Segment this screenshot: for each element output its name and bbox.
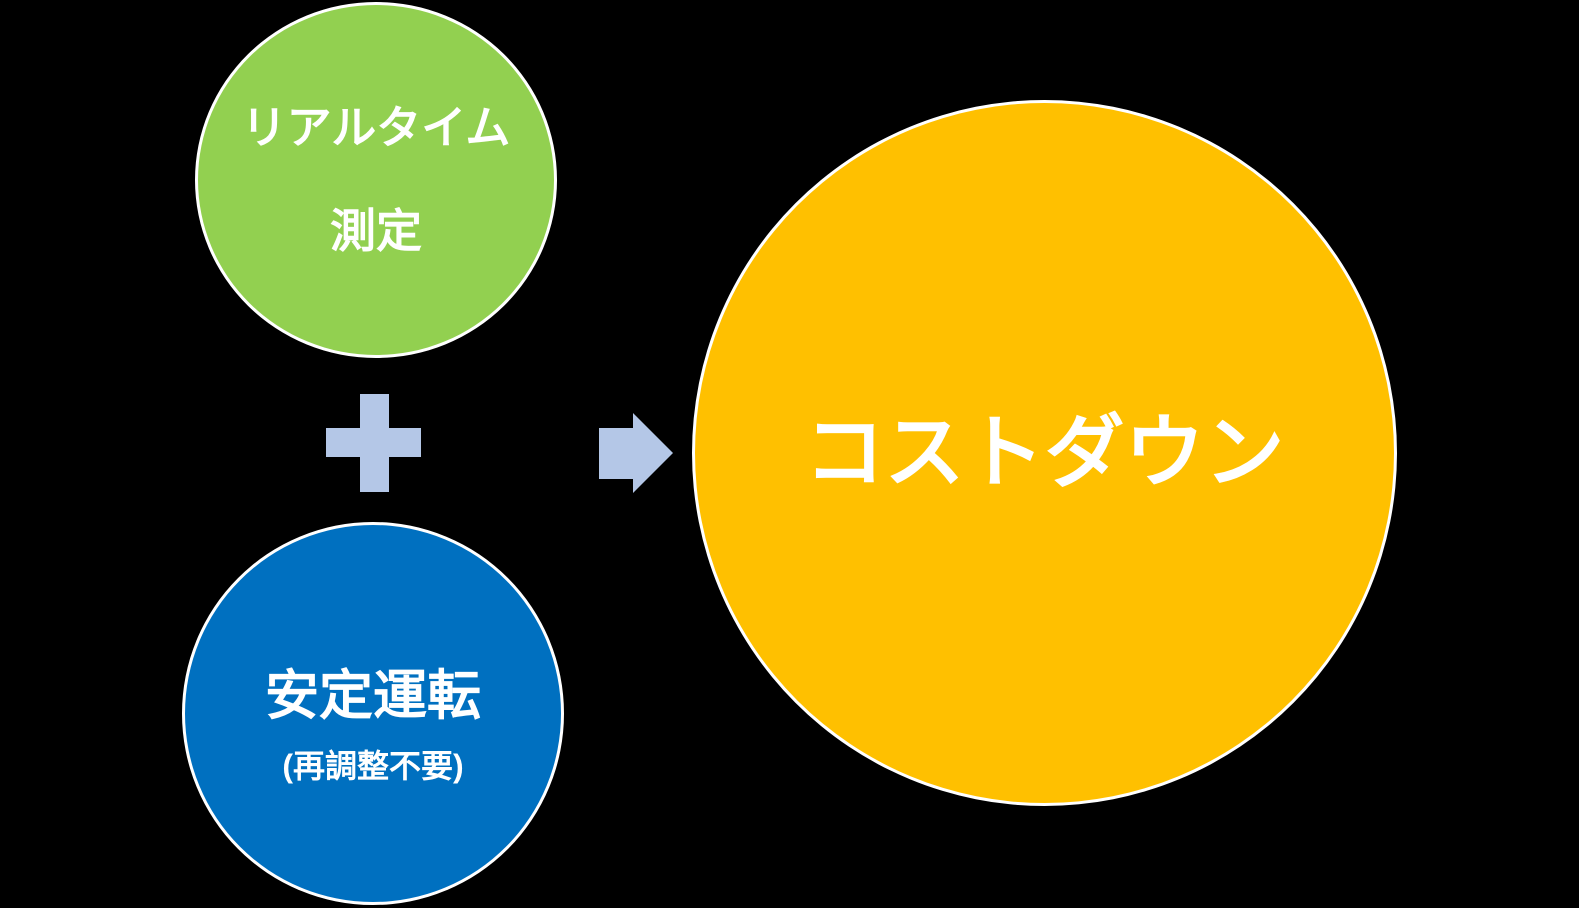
stable-operation-text-block: 安定運転 (再調整不要) [265,666,481,784]
no-readjustment-label: (再調整不要) [282,747,464,784]
cost-down-circle: コストダウン [692,100,1397,806]
stable-operation-label: 安定運転 [265,666,481,727]
realtime-label: リアルタイム [241,102,511,154]
stable-operation-circle: 安定運転 (再調整不要) [182,522,564,905]
right-arrow-icon [599,413,673,493]
realtime-measurement-circle: リアルタイム 測定 [195,2,557,358]
plus-icon [326,394,421,492]
measurement-label: 測定 [330,204,422,257]
cost-down-label: コストダウン [804,408,1285,497]
